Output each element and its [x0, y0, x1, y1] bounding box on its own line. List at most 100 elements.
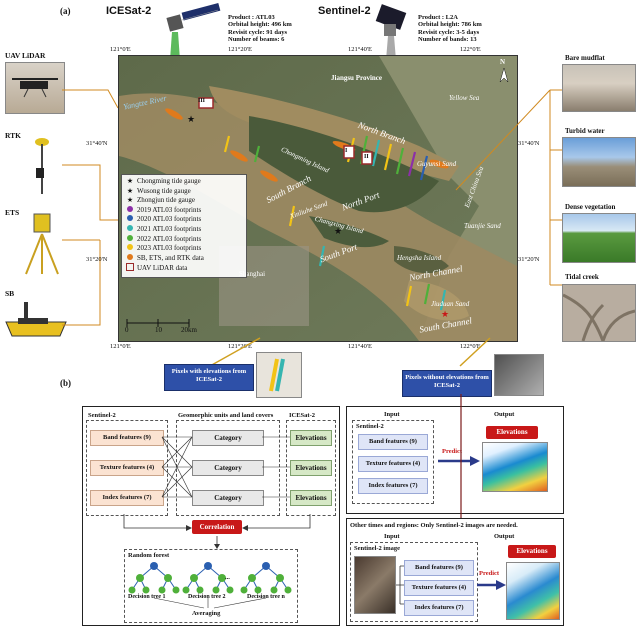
scalebar-10: 10	[155, 326, 162, 334]
footprint-dot-icon	[125, 234, 135, 245]
shanghai-label: Shanghai	[239, 270, 266, 278]
icesat-title: ICESat-2	[106, 5, 152, 17]
coord-bottom-3: 121°40'E	[348, 343, 372, 350]
dense-vegetation-photo	[562, 213, 636, 263]
ets-icon	[25, 213, 59, 275]
training-connectors	[123, 436, 311, 549]
scalebar	[126, 319, 190, 327]
decision-tree-n-label: Decision tree n	[247, 594, 285, 600]
legend-item: 2021 ATL03 footprints	[125, 224, 243, 235]
dense-vegetation-label: Dense vegetation	[565, 203, 616, 211]
turbid-water-label: Turbid water	[565, 127, 605, 135]
predict-arrow-bottom	[477, 580, 506, 590]
ets-label: ETS	[5, 208, 20, 217]
legend-text: 2020 ATL03 footprints	[137, 215, 202, 224]
legend-text: UAV LiDAR data	[137, 264, 188, 273]
random-forest-title: Random forest	[128, 552, 170, 559]
tidal-creek-photo	[562, 284, 636, 342]
svg-text:★: ★	[334, 226, 342, 236]
roman-label-2: II	[364, 154, 369, 160]
decision-trees-icon	[128, 561, 292, 609]
star-icon: ★	[126, 196, 134, 205]
guyunsi-sand-label: Guyunsi Sand	[417, 160, 457, 168]
legend-item: ★Wusong tide gauge	[125, 187, 243, 197]
legend-item: SB, ETS, and RTK data	[125, 253, 243, 264]
legend-item: UAV LiDAR data	[125, 263, 243, 275]
svg-text:★: ★	[441, 309, 449, 319]
map-legend: ★Chongming tide gauge★Wusong tide gauge★…	[121, 174, 247, 278]
texture-features-box-bottom: Texture features (4)	[404, 580, 474, 596]
decision-tree-2-label: Decision tree 2	[188, 594, 226, 600]
index-features-box: Index features (7)	[90, 490, 164, 506]
category-box-3: Category	[192, 490, 264, 506]
icesat-satellite-icon	[166, 2, 221, 60]
uav-square-icon	[125, 263, 135, 275]
image-header-bottom: Sentinel-2 image	[354, 545, 401, 552]
predict-arrow-top	[438, 456, 480, 466]
elevation-box-1: Elevations	[290, 430, 332, 446]
icesat-product: Product : ATL03	[228, 14, 275, 21]
legend-text: 2022 ATL03 footprints	[137, 234, 202, 243]
legend-text: SB, ETS, and RTK data	[137, 253, 204, 262]
sentinel-bands: Number of bands: 13	[418, 36, 477, 44]
sb-label: SB	[5, 289, 15, 298]
coord-top-3: 121°40'E	[348, 46, 372, 53]
footprint-dot-icon	[125, 215, 135, 225]
legend-text: 2021 ATL03 footprints	[137, 224, 202, 233]
elevations-output-map-top	[482, 442, 548, 492]
legend-text: 2023 ATL03 footprints	[137, 244, 202, 253]
band-features-box: Band features (9)	[90, 430, 164, 446]
tuanjie-sand-label: Tuanjie Sand	[464, 222, 501, 230]
jiangsu-label: Jiangsu Province	[331, 74, 383, 82]
star-icon: ★	[126, 177, 134, 185]
footprint-dot-icon	[125, 224, 135, 235]
icesat-info: Product : ATL03 Orbital height: 496 km R…	[228, 14, 292, 44]
uav-lidar-label: UAV LiDAR	[5, 51, 46, 60]
legend-text: Wusong tide gauge	[137, 186, 191, 195]
rtk-label: RTK	[5, 131, 21, 140]
rtk-icon	[35, 138, 49, 194]
texture-features-box-top: Texture features (4)	[358, 456, 428, 472]
category-box-1: Category	[192, 430, 264, 446]
sentinel-title: Sentinel-2	[318, 5, 371, 17]
hengsha-island-label: Hengsha Island	[397, 254, 442, 262]
band-features-box-bottom: Band features (9)	[404, 560, 474, 576]
icesat-beams: Number of beams: 6	[228, 36, 285, 44]
without-elevation-pixel-image	[494, 354, 544, 396]
elevations-output-badge-top: Elevations	[486, 426, 538, 439]
legend-text: 2019 ATL03 footprints	[137, 205, 202, 214]
svg-text:★: ★	[187, 114, 195, 124]
elevation-box-3: Elevations	[290, 490, 332, 506]
icesat-revisit: Revisit cycle: 91 days	[228, 28, 288, 36]
legend-item: ★Zhongjun tide gauge	[125, 196, 243, 206]
coord-right-1: 31°40'N	[518, 140, 540, 147]
legend-item: 2023 ATL03 footprints	[125, 244, 243, 254]
compass-label: N	[500, 58, 506, 66]
sentinel-satellite-icon	[375, 4, 407, 60]
legend-item: 2020 ATL03 footprints	[125, 215, 243, 225]
footprint-dot-icon	[125, 205, 135, 216]
sentinel-header-top: Sentinel-2	[356, 423, 384, 430]
coord-top-1: 121°0'E	[110, 46, 131, 53]
elevation-box-2: Elevations	[290, 460, 332, 476]
sentinel-image-thumbnail	[354, 556, 396, 614]
tree-ellipsis: ...	[225, 574, 230, 581]
sentinel-info: Product : L2A Orbital height: 786 km Rev…	[418, 14, 482, 44]
coord-top-4: 122°0'E	[460, 46, 481, 53]
texture-features-box: Texture features (4)	[90, 460, 164, 476]
legend-item: 2022 ATL03 footprints	[125, 234, 243, 245]
panel-a-label: (a)	[60, 6, 71, 16]
pixels-with-elevations-label: Pixels with elevations from ICESat-2	[164, 364, 254, 391]
output-header-bottom: Output	[494, 533, 515, 540]
coord-left-1: 31°40'N	[86, 140, 108, 147]
elevations-output-map-bottom	[506, 562, 560, 620]
scalebar-20: 20km	[181, 326, 197, 334]
uav-lidar-photo	[5, 62, 65, 114]
sentinel-revisit: Revisit cycle: 3-5 days	[418, 28, 480, 36]
legend-item: 2019 ATL03 footprints	[125, 205, 243, 216]
input-header-bottom: Input	[384, 533, 400, 540]
pixels-without-elevations-label: Pixels without elevations from ICESat-2	[402, 370, 492, 397]
predict-label-top: Predict	[442, 448, 463, 455]
bare-mudflat-label: Bare mudflat	[565, 54, 605, 62]
legend-text: Chongming tide gauge	[137, 177, 201, 185]
